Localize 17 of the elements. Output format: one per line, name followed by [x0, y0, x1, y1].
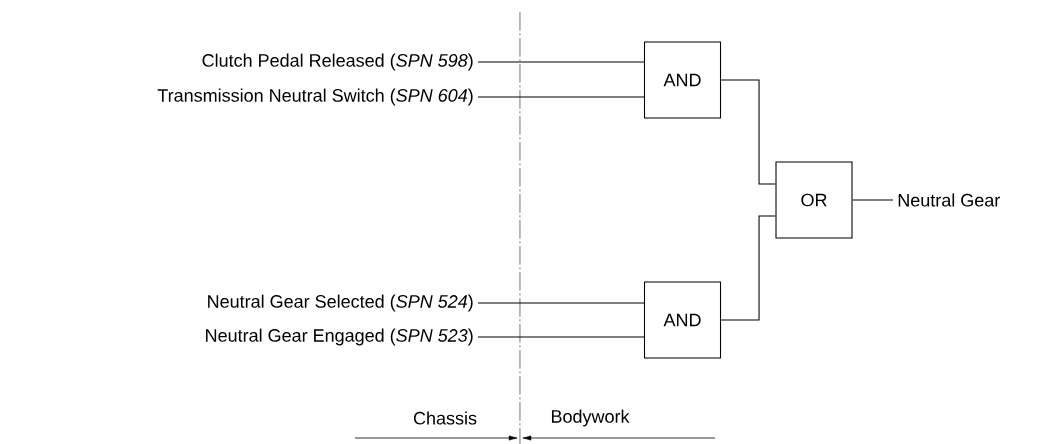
- connector-line: [477, 336, 645, 338]
- logic-gate-box: AND: [643, 281, 722, 359]
- connector-line: [477, 61, 645, 63]
- output-label: Neutral Gear: [898, 193, 1000, 207]
- connector-line: [720, 215, 776, 321]
- zone-label: Bodywork: [551, 409, 630, 427]
- connector-line: [720, 79, 776, 185]
- signal-label: Clutch Pedal Released (SPN 598): [202, 53, 473, 71]
- signal-label: Neutral Gear Engaged (SPN 523): [206, 328, 473, 346]
- connector-line: [477, 302, 645, 304]
- signal-label: Transmission Neutral Switch (SPN 604): [157, 88, 473, 106]
- connector-line: [852, 199, 894, 201]
- logic-gate-box: AND: [643, 41, 722, 119]
- connector-line: [477, 96, 645, 98]
- signal-label: Neutral Gear Selected (SPN 524): [208, 294, 473, 312]
- logic-gate-box: OR: [775, 161, 853, 239]
- zone-label: Chassis: [413, 411, 477, 425]
